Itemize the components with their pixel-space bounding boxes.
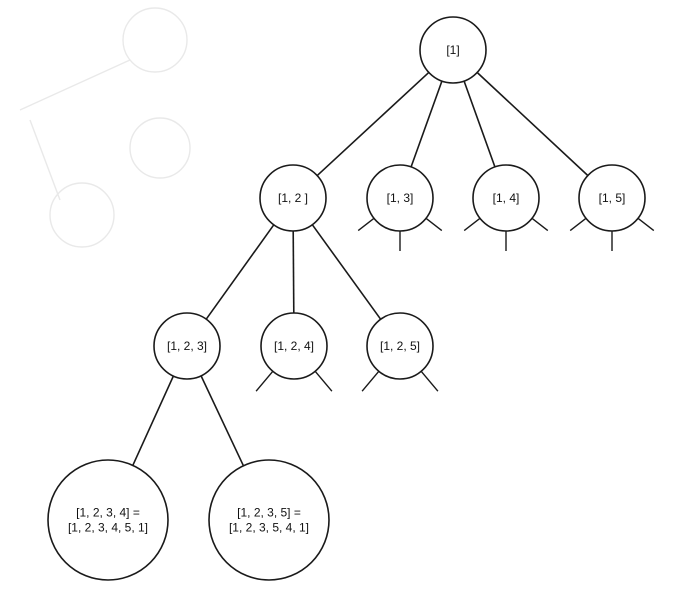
node-label: [1, 2, 5] xyxy=(380,339,420,353)
node-circle xyxy=(366,312,434,380)
edge-n12-n125 xyxy=(311,224,382,320)
node-circle xyxy=(208,459,330,581)
background-bleed-through xyxy=(19,7,191,248)
edge-n12-n124 xyxy=(292,230,295,314)
node-label: [1, 2, 3, 5] = xyxy=(237,506,301,520)
node-label: [1, 2, 3] xyxy=(167,339,207,353)
node-label: [1, 2 ] xyxy=(278,191,308,205)
node-n12: [1, 2 ] xyxy=(259,164,327,232)
node-n14: [1, 4] xyxy=(472,164,540,232)
node-label: [1, 2, 3, 4] = xyxy=(76,506,140,520)
node-circle xyxy=(153,312,221,380)
node-circle xyxy=(578,164,646,232)
edge-n12-n123 xyxy=(205,224,275,320)
edge-n1-n14 xyxy=(463,80,496,168)
node-circle xyxy=(47,459,169,581)
node-n1: [1] xyxy=(419,16,487,84)
node-n13: [1, 3] xyxy=(366,164,434,232)
node-n124: [1, 2, 4] xyxy=(260,312,328,380)
node-circle xyxy=(419,16,487,84)
stub-n14-2 xyxy=(531,217,549,232)
unexpanded-branch-stubs xyxy=(255,217,655,392)
edge-n1-n13 xyxy=(410,80,443,168)
stub-n125-1 xyxy=(420,370,439,392)
node-label: [1] xyxy=(446,43,459,57)
node-n1234: [1, 2, 3, 4] =[1, 2, 3, 4, 5, 1] xyxy=(47,459,169,581)
edge-n1-n15 xyxy=(476,71,589,177)
node-n125: [1, 2, 5] xyxy=(366,312,434,380)
edge-n123-n1234 xyxy=(132,375,175,466)
stub-n13-0 xyxy=(357,217,375,232)
stub-n124-1 xyxy=(314,370,333,392)
tree-nodes: [1] [1, 2 ] [1, 3] [1, 4] [1, 5] [1, 2, 3] [1,… xyxy=(47,16,646,581)
node-label: [1, 2, 3, 4, 5, 1] xyxy=(68,521,148,535)
node-circle xyxy=(472,164,540,232)
node-n1235: [1, 2, 3, 5] =[1, 2, 3, 5, 4, 1] xyxy=(208,459,330,581)
node-circle xyxy=(259,164,327,232)
node-label: [1, 4] xyxy=(493,191,520,205)
edge-n123-n1235 xyxy=(200,375,245,467)
stub-n15-2 xyxy=(637,217,655,232)
node-label: [1, 5] xyxy=(599,191,626,205)
stub-n124-0 xyxy=(255,370,274,392)
node-circle xyxy=(260,312,328,380)
tree-edges xyxy=(132,71,589,467)
node-n123: [1, 2, 3] xyxy=(153,312,221,380)
stub-n13-2 xyxy=(425,217,443,232)
node-label: [1, 2, 4] xyxy=(274,339,314,353)
node-label: [1, 2, 3, 5, 4, 1] xyxy=(229,521,309,535)
stub-n14-0 xyxy=(463,217,481,232)
stub-n15-0 xyxy=(569,217,587,232)
node-n15: [1, 5] xyxy=(578,164,646,232)
node-circle xyxy=(366,164,434,232)
edge-n1-n12 xyxy=(316,71,430,177)
stub-n125-0 xyxy=(361,370,380,392)
node-label: [1, 3] xyxy=(387,191,414,205)
